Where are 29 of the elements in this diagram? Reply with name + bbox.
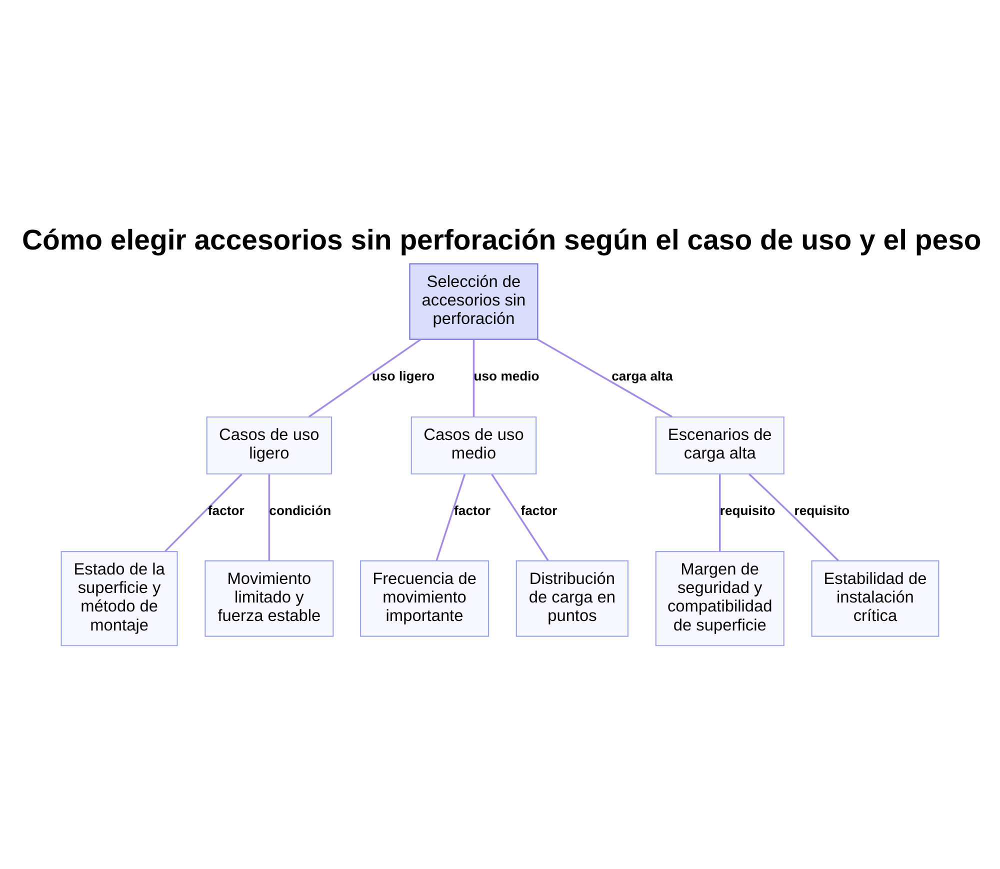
edge-label: requisito bbox=[720, 503, 776, 518]
diagram-title: Cómo elegir accesorios sin perforación según el caso de uso y el peso bbox=[22, 224, 982, 256]
node-box: Selección de accesorios sin perforación bbox=[409, 263, 538, 340]
edge-label: factor bbox=[454, 503, 490, 518]
node-box: Casos de uso ligero bbox=[206, 416, 332, 474]
edge-label: uso medio bbox=[474, 368, 540, 384]
node-box: Casos de uso medio bbox=[410, 416, 537, 474]
connector bbox=[537, 338, 672, 418]
edge-label: uso ligero bbox=[372, 368, 435, 384]
edge-label: factor bbox=[520, 503, 558, 518]
node-box: Movimiento limitado y fuerza estable bbox=[204, 560, 334, 637]
node-box: Escenarios de carga alta bbox=[655, 416, 784, 474]
edge-label: condición bbox=[269, 503, 332, 518]
node-box: Frecuencia de movimiento importante bbox=[360, 560, 490, 637]
edge-label: carga alta bbox=[612, 368, 673, 384]
node-box: Distribución de carga en puntos bbox=[516, 560, 629, 637]
node-box: Estado de la superficie y método de montaje bbox=[60, 551, 178, 646]
connector bbox=[164, 474, 242, 552]
node-box: Margen de seguridad y compatibilidad de superficie bbox=[655, 551, 784, 646]
node-box: Estabilidad de instalación crítica bbox=[811, 560, 940, 637]
connector bbox=[268, 474, 270, 561]
connector bbox=[719, 474, 721, 552]
edge-label: requisito bbox=[794, 503, 850, 518]
connector bbox=[491, 474, 549, 562]
connector bbox=[436, 474, 466, 561]
connector bbox=[308, 338, 422, 418]
connector bbox=[472, 340, 475, 417]
connector bbox=[748, 473, 839, 562]
edge-label: factor bbox=[208, 503, 244, 518]
